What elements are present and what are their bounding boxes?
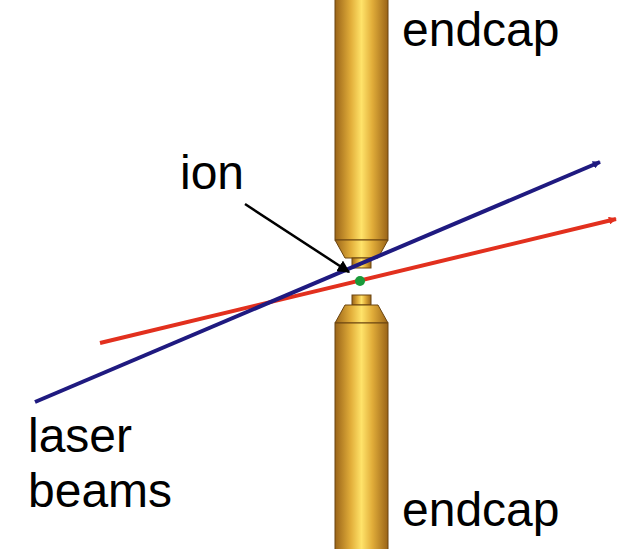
ion-label: ion (180, 145, 244, 200)
endcap-label: endcap (402, 482, 559, 537)
endcap-electrode (335, 295, 388, 549)
laser-beam (35, 162, 600, 402)
endcap-label: endcap (402, 2, 559, 57)
laser-label: laser beams (28, 408, 193, 518)
leader-arrow (245, 204, 349, 272)
ion-dot (355, 276, 365, 286)
endcap-electrode (335, 0, 388, 268)
laser-beam (100, 219, 616, 343)
